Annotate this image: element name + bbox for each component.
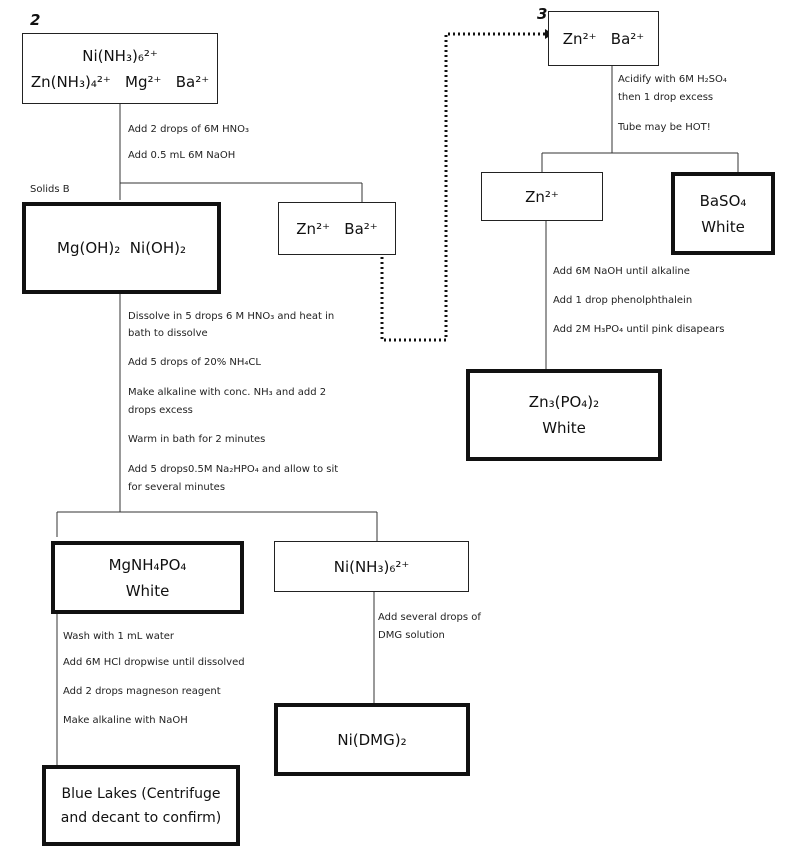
mgnh4po4-line1: MgNH₄PO₄ bbox=[108, 555, 187, 574]
step-make-alkaline-naoh: Make alkaline with NaOH bbox=[63, 715, 188, 726]
step-add-phenolphthalein: Add 1 drop phenolphthalein bbox=[553, 295, 693, 306]
step-add-hcl: Add 6M HCl dropwise until dissolved bbox=[63, 657, 245, 668]
step-add-naoh-alkaline: Add 6M NaOH until alkaline bbox=[553, 266, 690, 277]
start-ions-line1: Ni(NH₃)₆²⁺ bbox=[82, 46, 158, 65]
start-ions-line2: Zn(NH₃)₄²⁺ Mg²⁺ Ba²⁺ bbox=[30, 72, 210, 91]
step-warm: Warm in bath for 2 minutes bbox=[128, 434, 266, 445]
step-add-na2hpo4-cont: for several minutes bbox=[128, 482, 226, 493]
ni-nh3-text: Ni(NH₃)₆²⁺ bbox=[333, 557, 410, 576]
start-ions-box: Ni(NH₃)₆²⁺ Zn(NH₃)₄²⁺ Mg²⁺ Ba²⁺ bbox=[22, 33, 218, 104]
dotted-transfer-arrow bbox=[380, 32, 545, 342]
zn-box: Zn²⁺ bbox=[481, 172, 603, 221]
zn-ba-left-text: Zn²⁺ Ba²⁺ bbox=[296, 219, 378, 238]
step-acidify-cont: then 1 drop excess bbox=[618, 92, 714, 103]
ni-dmg-box: Ni(DMG)₂ bbox=[274, 703, 470, 776]
step-add-dmg: Add several drops of bbox=[378, 612, 481, 623]
solids-b-label: Solids B bbox=[30, 184, 70, 195]
step-add-hno3: Add 2 drops of 6M HNO₃ bbox=[128, 124, 250, 135]
baso4-line2: White bbox=[701, 217, 745, 236]
step-make-alkaline-nh3-cont: drops excess bbox=[128, 405, 193, 416]
blue-lakes-box: Blue Lakes (Centrifuge and decant to con… bbox=[42, 765, 240, 846]
step-hot-warning: Tube may be HOT! bbox=[618, 122, 711, 133]
ni-dmg-text: Ni(DMG)₂ bbox=[337, 730, 407, 749]
step-dissolve: Dissolve in 5 drops 6 M HNO₃ and heat in bbox=[128, 311, 335, 322]
step-add-dmg-cont: DMG solution bbox=[378, 630, 445, 641]
baso4-box: BaSO₄ White bbox=[671, 172, 775, 255]
zn-ba-top-text: Zn²⁺ Ba²⁺ bbox=[562, 29, 645, 48]
ni-nh3-box: Ni(NH₃)₆²⁺ bbox=[274, 541, 469, 592]
solids-box: Mg(OH)₂ Ni(OH)₂ bbox=[22, 202, 221, 294]
step-make-alkaline-nh3: Make alkaline with conc. NH₃ and add 2 bbox=[128, 387, 327, 398]
zn-text: Zn²⁺ bbox=[525, 187, 559, 206]
zn3po4-line2: White bbox=[542, 419, 586, 437]
section-number-3: 3 bbox=[537, 5, 548, 23]
step-dissolve-cont: bath to dissolve bbox=[128, 328, 208, 339]
zn3po4-line1: Zn₃(PO₄)₂ bbox=[528, 393, 600, 411]
mgnh4po4-box: MgNH₄PO₄ White bbox=[51, 541, 244, 614]
section-number-2: 2 bbox=[30, 11, 41, 29]
solids-text: Mg(OH)₂ Ni(OH)₂ bbox=[57, 239, 186, 257]
zn3po4-box: Zn₃(PO₄)₂ White bbox=[466, 369, 662, 461]
step-add-naoh: Add 0.5 mL 6M NaOH bbox=[128, 150, 236, 161]
zn-ba-box-left: Zn²⁺ Ba²⁺ bbox=[278, 202, 396, 255]
step-add-magneson: Add 2 drops magneson reagent bbox=[63, 686, 221, 697]
step-add-na2hpo4: Add 5 drops0.5M Na₂HPO₄ and allow to sit bbox=[128, 464, 339, 475]
step-add-nh4cl: Add 5 drops of 20% NH₄CL bbox=[128, 357, 261, 368]
blue-lakes-line2: and decant to confirm) bbox=[60, 809, 222, 826]
blue-lakes-line1: Blue Lakes (Centrifuge bbox=[61, 785, 221, 802]
step-add-h3po4: Add 2M H₃PO₄ until pink disapears bbox=[553, 324, 725, 335]
step-wash: Wash with 1 mL water bbox=[63, 631, 175, 642]
zn-ba-box-top: Zn²⁺ Ba²⁺ bbox=[548, 11, 659, 66]
baso4-line1: BaSO₄ bbox=[699, 191, 747, 210]
mgnh4po4-line2: White bbox=[125, 581, 170, 600]
step-acidify: Acidify with 6M H₂SO₄ bbox=[618, 74, 727, 85]
